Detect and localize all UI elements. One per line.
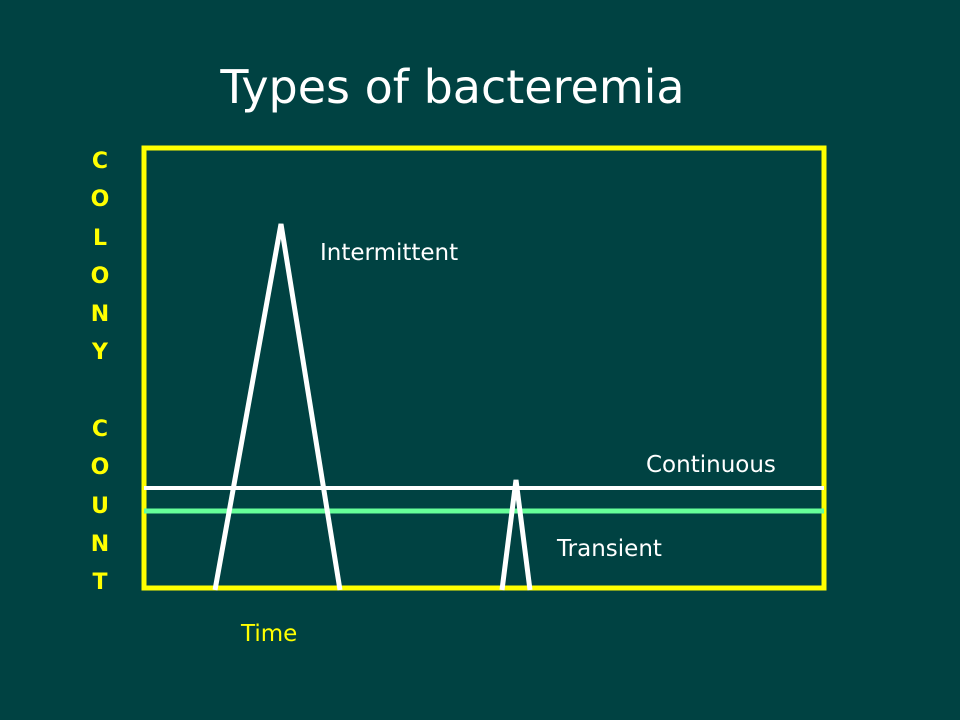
small-peak xyxy=(499,479,533,591)
y-axis-letter: O xyxy=(90,455,110,481)
intermittent-peak xyxy=(212,223,343,591)
y-axis-letter: O xyxy=(90,263,110,289)
slide-title: Types of bacteremia xyxy=(220,60,685,114)
x-axis-label-time: Time xyxy=(241,621,298,647)
y-axis-letter: T xyxy=(92,570,108,596)
label-transient: Transient xyxy=(557,536,662,562)
label-continuous: Continuous xyxy=(646,452,776,478)
y-axis-letter: C xyxy=(91,149,109,174)
y-axis-letter: C xyxy=(91,417,109,443)
label-intermittent: Intermittent xyxy=(320,240,459,266)
plot-frame xyxy=(141,145,827,591)
y-axis-letter: N xyxy=(90,302,110,328)
y-axis-letter: Y xyxy=(92,340,108,366)
y-axis-letter: U xyxy=(91,493,109,519)
y-axis-letter: L xyxy=(92,225,108,251)
y-axis-letter: O xyxy=(90,187,110,213)
y-axis-letter: N xyxy=(90,531,110,557)
